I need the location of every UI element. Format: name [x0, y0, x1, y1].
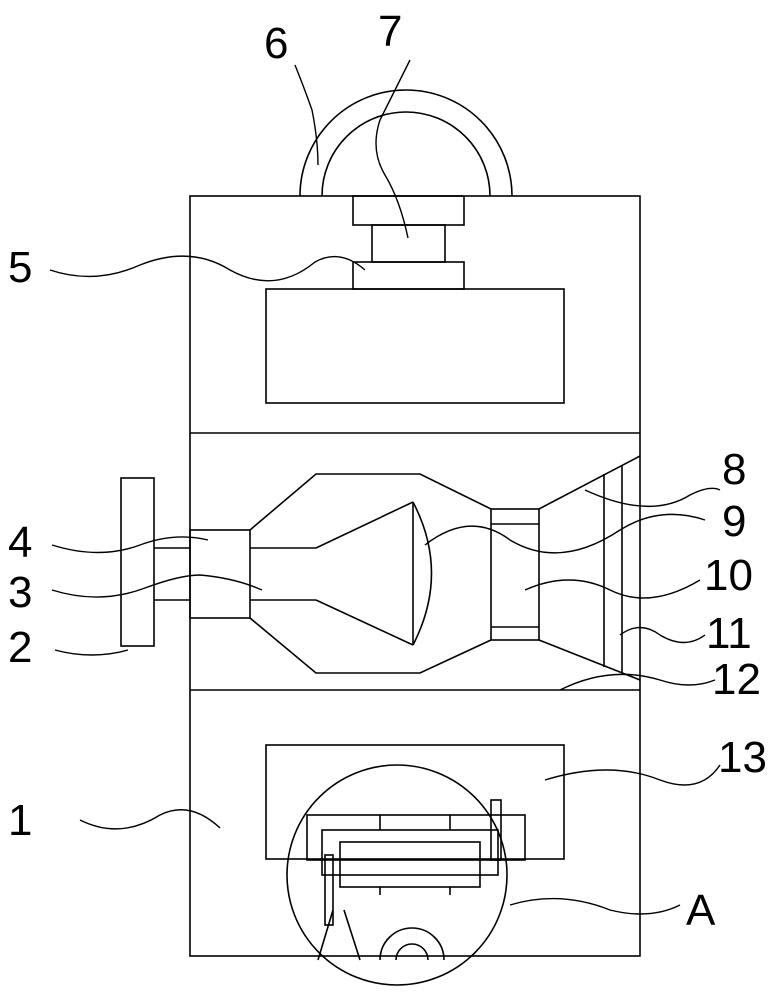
leader-lines — [49, 59, 721, 915]
label-9: 9 — [722, 497, 746, 546]
lower-compartment — [265, 744, 565, 986]
reference-numerals: 6 7 5 4 3 2 1 8 9 10 11 12 13 A — [8, 7, 767, 935]
label-6: 6 — [264, 19, 288, 68]
label-A: A — [686, 886, 716, 935]
label-1: 1 — [8, 796, 32, 845]
side-plate-assembly — [120, 477, 251, 647]
label-10: 10 — [704, 551, 753, 600]
label-8: 8 — [722, 445, 746, 494]
label-2: 2 — [8, 623, 32, 672]
label-12: 12 — [712, 655, 761, 704]
nozzle-chamber — [249, 455, 641, 681]
label-7: 7 — [378, 7, 402, 56]
label-5: 5 — [8, 243, 32, 292]
motor-assembly — [265, 195, 565, 404]
label-11: 11 — [706, 609, 752, 658]
label-13: 13 — [718, 733, 767, 782]
handle — [299, 89, 513, 197]
label-3: 3 — [8, 568, 32, 617]
label-4: 4 — [8, 518, 32, 567]
